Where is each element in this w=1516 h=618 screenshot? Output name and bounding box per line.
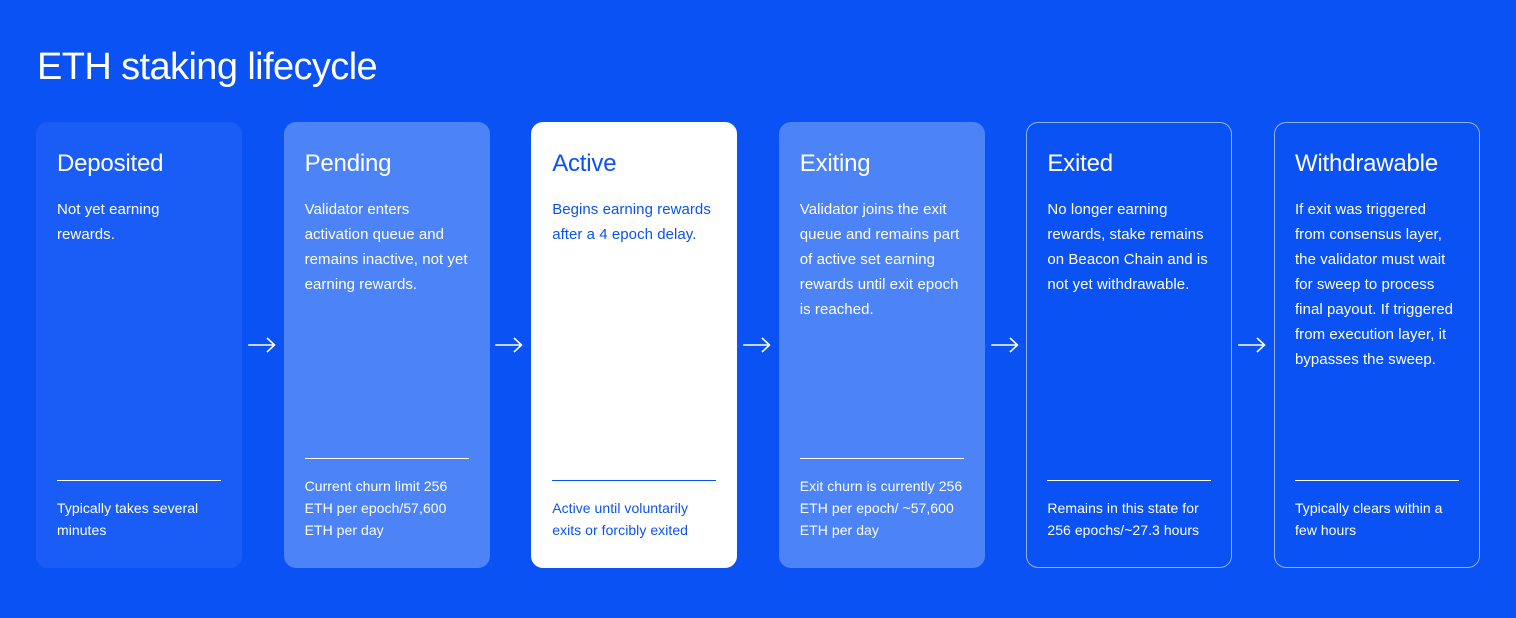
stage-title: Deposited (57, 150, 164, 177)
stage-title: Withdrawable (1294, 150, 1438, 177)
stage-note: Typically takes several minutes (57, 500, 199, 538)
stage-note: Typically clears within a few hours (1294, 500, 1443, 538)
stage-note: Current churn limit 256 ETH per epoch/57… (304, 478, 448, 538)
stage-title: Pending (304, 150, 392, 177)
stage-card-exited[interactable]: Exited No longer earning rewards, stake r… (1026, 122, 1233, 568)
stage-footer: Typically takes several minutes (57, 480, 221, 541)
stage-footer: Exit churn is currently 256 ETH per epoc… (799, 458, 964, 541)
stage-description: Validator enters activation queue and re… (304, 201, 468, 293)
arrow-right-icon (242, 122, 284, 568)
stage-description: Validator joins the exit queue and remai… (799, 201, 960, 318)
stage-title: Active (552, 150, 617, 177)
arrow-right-icon (737, 122, 779, 568)
stage-note: Active until voluntarily exits or forcib… (552, 500, 689, 538)
stage-footer: Typically clears within a few hours (1294, 480, 1459, 541)
arrow-right-icon (985, 122, 1027, 568)
stage-title: Exited (1047, 150, 1113, 177)
arrow-right-icon (490, 122, 532, 568)
arrow-right-icon (1232, 122, 1274, 568)
stage-card-withdrawable[interactable]: Withdrawable If exit was triggered from c… (1273, 122, 1480, 568)
stage-description: No longer earning rewards, stake remains… (1047, 201, 1208, 293)
stage-description: If exit was triggered from consensus lay… (1294, 201, 1454, 368)
stage-description: Not yet earning rewards. (57, 201, 160, 243)
stage-description: Begins earning rewards after a 4 epoch d… (552, 201, 711, 243)
stage-footer: Active until voluntarily exits or forcib… (552, 480, 717, 541)
stage-footer: Remains in this state for 256 epochs/~27… (1047, 480, 1212, 541)
page-title: ETH staking lifecycle (37, 46, 378, 88)
divider (799, 458, 964, 459)
divider (304, 458, 469, 459)
divider (57, 480, 221, 481)
stage-note: Remains in this state for 256 epochs/~27… (1047, 500, 1200, 538)
divider (1294, 480, 1459, 481)
stage-note: Exit churn is currently 256 ETH per epoc… (799, 478, 963, 538)
stage-title: Exiting (799, 150, 871, 177)
divider (1047, 480, 1212, 481)
divider (552, 480, 717, 481)
stage-footer: Current churn limit 256 ETH per epoch/57… (304, 458, 469, 541)
